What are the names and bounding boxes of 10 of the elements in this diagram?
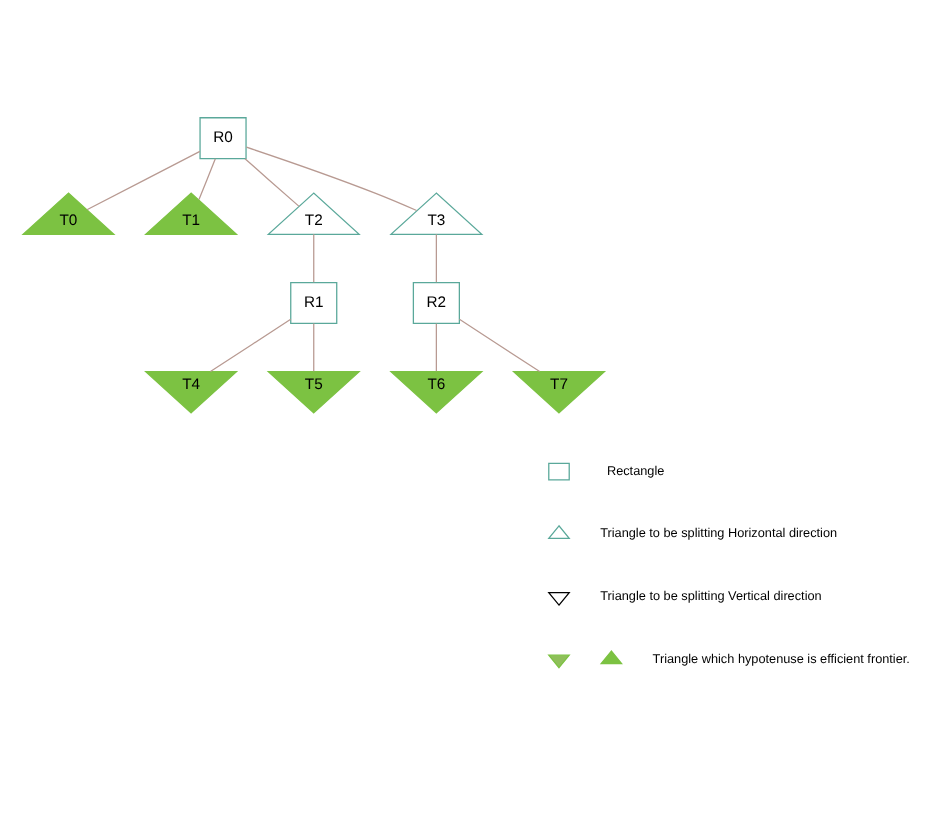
connector xyxy=(312,321,314,371)
connector xyxy=(197,157,215,200)
connector xyxy=(434,232,436,282)
connector xyxy=(244,145,417,211)
connector xyxy=(434,321,436,371)
connector xyxy=(312,232,314,282)
connector xyxy=(243,157,299,207)
connector xyxy=(208,317,291,372)
connector xyxy=(85,149,200,210)
connector xyxy=(457,317,540,372)
